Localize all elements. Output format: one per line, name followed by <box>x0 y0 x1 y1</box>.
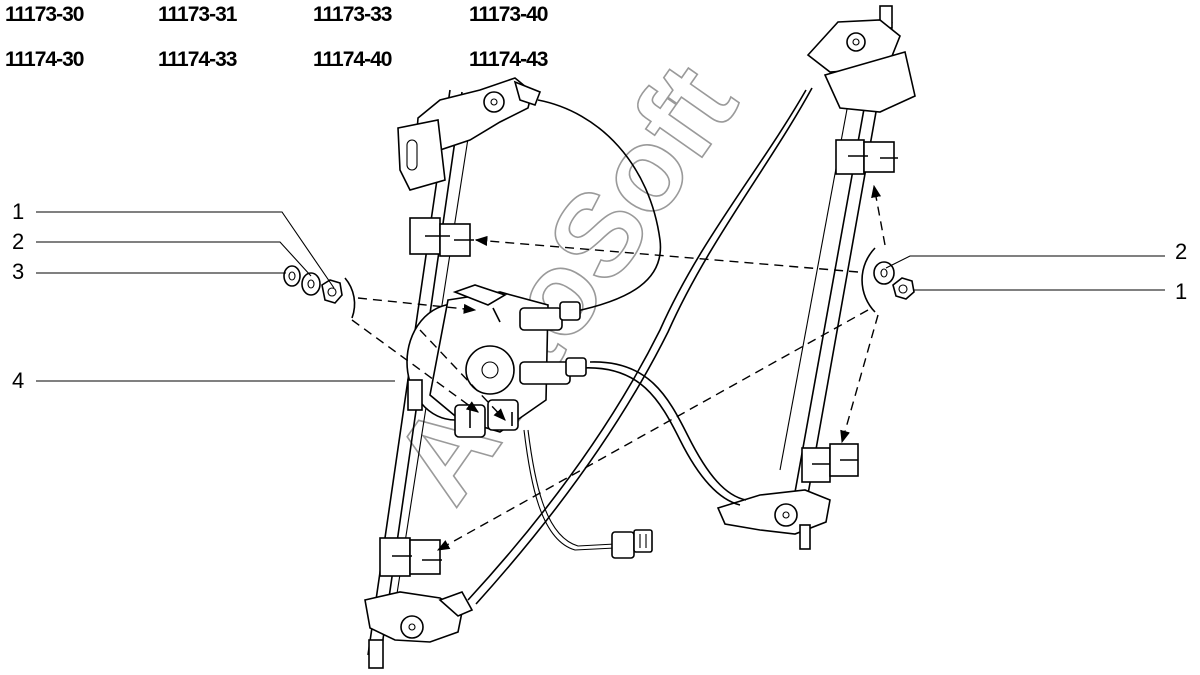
mounting-clip <box>409 217 474 257</box>
electric-motor-icon <box>406 284 587 438</box>
washer-icon <box>283 265 301 287</box>
grouping-arc <box>861 247 876 313</box>
callout-left-3: 3 <box>12 259 286 284</box>
callout-right-2: 2 <box>885 239 1187 269</box>
washer-icon <box>873 261 895 285</box>
callout-left-1: 1 <box>12 199 335 289</box>
model-code: 11173-33 <box>313 3 392 26</box>
callout-right-1: 1 <box>914 279 1187 304</box>
mounting-clip <box>379 537 442 577</box>
mounting-clip <box>835 139 898 175</box>
motor-wiring <box>523 429 653 559</box>
callout-left-2: 2 <box>12 229 312 277</box>
callout-number: 3 <box>12 259 24 284</box>
grouping-arc <box>344 277 356 319</box>
model-code: 11174-33 <box>158 48 237 71</box>
model-code: 11173-40 <box>469 3 548 26</box>
model-code: 11173-31 <box>158 3 238 26</box>
model-code-table: 11173-30 11173-31 11173-33 11173-40 1117… <box>5 3 549 71</box>
callout-left-4: 4 <box>12 368 395 393</box>
model-code: 11174-40 <box>313 48 392 71</box>
model-code: 11173-30 <box>5 3 84 26</box>
callout-number: 1 <box>12 199 24 224</box>
model-code: 11174-43 <box>469 48 548 71</box>
callout-number: 4 <box>12 368 24 393</box>
left-guide-rail <box>364 77 542 669</box>
mounting-clip <box>801 443 859 483</box>
model-code: 11174-30 <box>5 48 84 71</box>
assembly-arrows <box>351 184 886 551</box>
right-guide-rail <box>716 5 916 550</box>
hex-nut-icon <box>321 279 343 304</box>
callout-number: 1 <box>1175 279 1187 304</box>
hex-nut-icon <box>892 277 915 300</box>
callout-number: 2 <box>1175 239 1187 264</box>
electrical-connector-icon <box>611 529 653 559</box>
washer-icon <box>301 272 321 296</box>
callout-number: 2 <box>12 229 24 254</box>
